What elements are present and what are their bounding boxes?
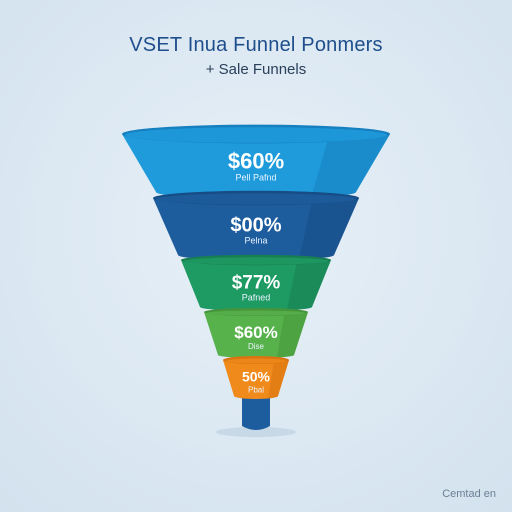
- funnel-stage-value: $60%: [228, 149, 284, 174]
- funnel-stage-label: Pell Pafnd: [235, 173, 276, 183]
- funnel-stage-rim-inner: [156, 193, 356, 205]
- funnel-stage-shade: [276, 312, 308, 358]
- funnel-stage-3: $77%Pafned: [181, 254, 331, 311]
- funnel-stage-label: Pafned: [242, 292, 271, 302]
- footer-credit: Cemtad en: [442, 488, 496, 500]
- funnel-stage-5: 50%Pbal: [223, 356, 289, 399]
- funnel-stage-value: $77%: [232, 272, 281, 293]
- funnel-stage-2: $00%Pelna: [153, 190, 359, 261]
- funnel-stage-1: $60%Pell Pafnd: [122, 124, 390, 199]
- funnel-stage-shade: [268, 360, 289, 399]
- page-title: VSET Inua Funnel Ponmers: [129, 34, 383, 56]
- funnel-layers: $60%Pell Pafnd$00%Pelna$77%Pafned$60%Dis…: [122, 124, 390, 437]
- funnel-stage-value: $00%: [230, 215, 281, 237]
- funnel-stage-rim-inner: [226, 358, 286, 364]
- funnel-stage-shade: [311, 134, 390, 198]
- funnel-stage-rim-inner: [184, 257, 328, 265]
- funnel-stage-value: $60%: [234, 323, 277, 342]
- funnel-spout: [242, 392, 270, 430]
- page-subtitle: + Sale Funnels: [205, 61, 307, 78]
- funnel-stage-shade: [286, 260, 331, 311]
- funnel-stage-label: Pbal: [248, 386, 264, 395]
- funnel-stage-4: $60%Dise: [204, 308, 308, 358]
- funnel-stage-label: Pelna: [244, 236, 267, 246]
- funnel-stage-rim-inner: [207, 310, 305, 316]
- funnel-shadow: [216, 427, 296, 437]
- funnel-stage-shade: [298, 198, 359, 260]
- funnel-stage-label: Dise: [248, 342, 265, 351]
- funnel-stage-rim-inner: [125, 127, 387, 143]
- funnel-stage-value: 50%: [242, 369, 271, 385]
